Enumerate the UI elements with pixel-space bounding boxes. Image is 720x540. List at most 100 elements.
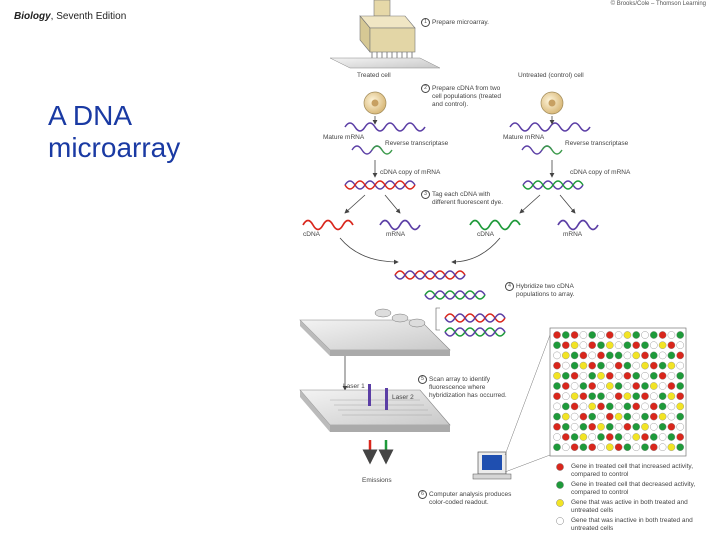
array-spot bbox=[623, 443, 632, 452]
array-spot bbox=[676, 361, 685, 370]
array-spot bbox=[597, 443, 605, 452]
laser2-label: Laser 2 bbox=[392, 394, 414, 401]
array-spot bbox=[676, 392, 685, 401]
array-spot bbox=[650, 361, 658, 370]
array-spot bbox=[623, 422, 632, 431]
legend-dot bbox=[556, 481, 564, 489]
array-spot bbox=[570, 361, 579, 370]
array-spot bbox=[623, 402, 632, 411]
array-spot bbox=[553, 422, 561, 431]
reverse-transcriptase-right: Reverse transcriptase bbox=[565, 140, 629, 147]
legend-yellow-line2: untreated cells bbox=[571, 506, 614, 514]
array-spot bbox=[614, 331, 623, 339]
array-spot bbox=[606, 351, 614, 360]
step3-line1: Tag each cDNA with bbox=[432, 191, 491, 199]
array-spot bbox=[588, 433, 597, 441]
array-spot bbox=[597, 402, 605, 411]
array-spot bbox=[641, 371, 649, 380]
array-spot bbox=[667, 361, 676, 370]
mrna-right-label: mRNA bbox=[563, 231, 583, 238]
array-spot bbox=[632, 382, 641, 390]
mature-mrna-right: Mature mRNA bbox=[503, 134, 545, 141]
legend-red-text: Gene in treated cell that increased acti… bbox=[571, 463, 693, 478]
mrna-waves-top bbox=[344, 122, 591, 132]
step2-line3: and control). bbox=[432, 100, 469, 108]
step2-number: 2 bbox=[421, 84, 430, 93]
array-spot bbox=[676, 351, 685, 360]
array-spot bbox=[650, 402, 658, 411]
array-spot bbox=[553, 351, 561, 360]
array-spot bbox=[623, 361, 632, 370]
laser1-beam bbox=[368, 384, 371, 406]
array-spot bbox=[658, 351, 667, 360]
array-spot bbox=[623, 351, 632, 360]
array-spot bbox=[588, 371, 597, 380]
legend-dots bbox=[556, 463, 564, 525]
array-spot bbox=[676, 402, 685, 411]
array-spot bbox=[553, 402, 561, 411]
array-spot bbox=[667, 331, 676, 339]
array-spot bbox=[667, 402, 676, 411]
array-spot bbox=[614, 341, 623, 350]
array-spot bbox=[570, 422, 579, 431]
mature-mrna-left: Mature mRNA bbox=[323, 134, 365, 141]
array-spot bbox=[588, 412, 597, 421]
step5-line3: hybridization has occurred. bbox=[429, 391, 507, 399]
array-spot bbox=[588, 331, 597, 339]
cdna-copy-left-label: cDNA copy of mRNA bbox=[380, 169, 441, 176]
array-spot bbox=[597, 371, 605, 380]
array-spot bbox=[597, 341, 605, 350]
array-spot bbox=[579, 443, 588, 452]
array-spot bbox=[588, 392, 597, 401]
cdna-copy-right-label: cDNA copy of mRNA bbox=[570, 169, 631, 176]
array-spot bbox=[579, 371, 588, 380]
array-spot bbox=[562, 382, 570, 390]
array-spot bbox=[588, 351, 597, 360]
array-spot bbox=[650, 433, 658, 441]
array-spot bbox=[570, 412, 579, 421]
reverse-transcriptase-left: Reverse transcriptase bbox=[385, 140, 449, 147]
array-spot bbox=[614, 371, 623, 380]
array-spot bbox=[570, 331, 579, 339]
array-spot bbox=[641, 351, 649, 360]
array-spot bbox=[553, 341, 561, 350]
legend-green-line2: compared to control bbox=[571, 488, 629, 496]
array-spot bbox=[623, 331, 632, 339]
array-spot bbox=[676, 422, 685, 431]
array-spot bbox=[632, 422, 641, 431]
array-spot bbox=[641, 392, 649, 401]
legend-yellow-text: Gene that was active in both treated and… bbox=[571, 499, 688, 514]
array-spot bbox=[614, 422, 623, 431]
array-spot bbox=[614, 412, 623, 421]
array-spot bbox=[553, 371, 561, 380]
array-spot bbox=[641, 422, 649, 431]
scanner-slab bbox=[299, 389, 451, 432]
array-spot bbox=[632, 341, 641, 350]
legend-green-text: Gene in treated cell that decreased acti… bbox=[571, 481, 695, 496]
array-spot bbox=[623, 433, 632, 441]
slide-title-line1: A DNA bbox=[48, 100, 133, 131]
array-spot bbox=[676, 433, 685, 441]
step4-line2: populations to array. bbox=[516, 291, 575, 298]
hybridization-strands bbox=[394, 270, 506, 337]
legend-white-text: Gene that was inactive in both treated a… bbox=[571, 517, 693, 532]
array-spot bbox=[641, 341, 649, 350]
array-spot bbox=[562, 443, 570, 452]
array-spot bbox=[553, 331, 561, 339]
slide-title-line2: microarray bbox=[48, 132, 181, 163]
array-spot bbox=[579, 433, 588, 441]
array-spot bbox=[606, 392, 614, 401]
array-spot bbox=[676, 443, 685, 452]
laser2-beam bbox=[385, 388, 388, 410]
array-spot bbox=[597, 382, 605, 390]
array-spot bbox=[623, 392, 632, 401]
array-spot bbox=[658, 412, 667, 421]
array-spot bbox=[588, 443, 597, 452]
legend-dot bbox=[556, 463, 564, 471]
array-spot bbox=[597, 331, 605, 339]
book-title: Biology bbox=[14, 11, 51, 22]
